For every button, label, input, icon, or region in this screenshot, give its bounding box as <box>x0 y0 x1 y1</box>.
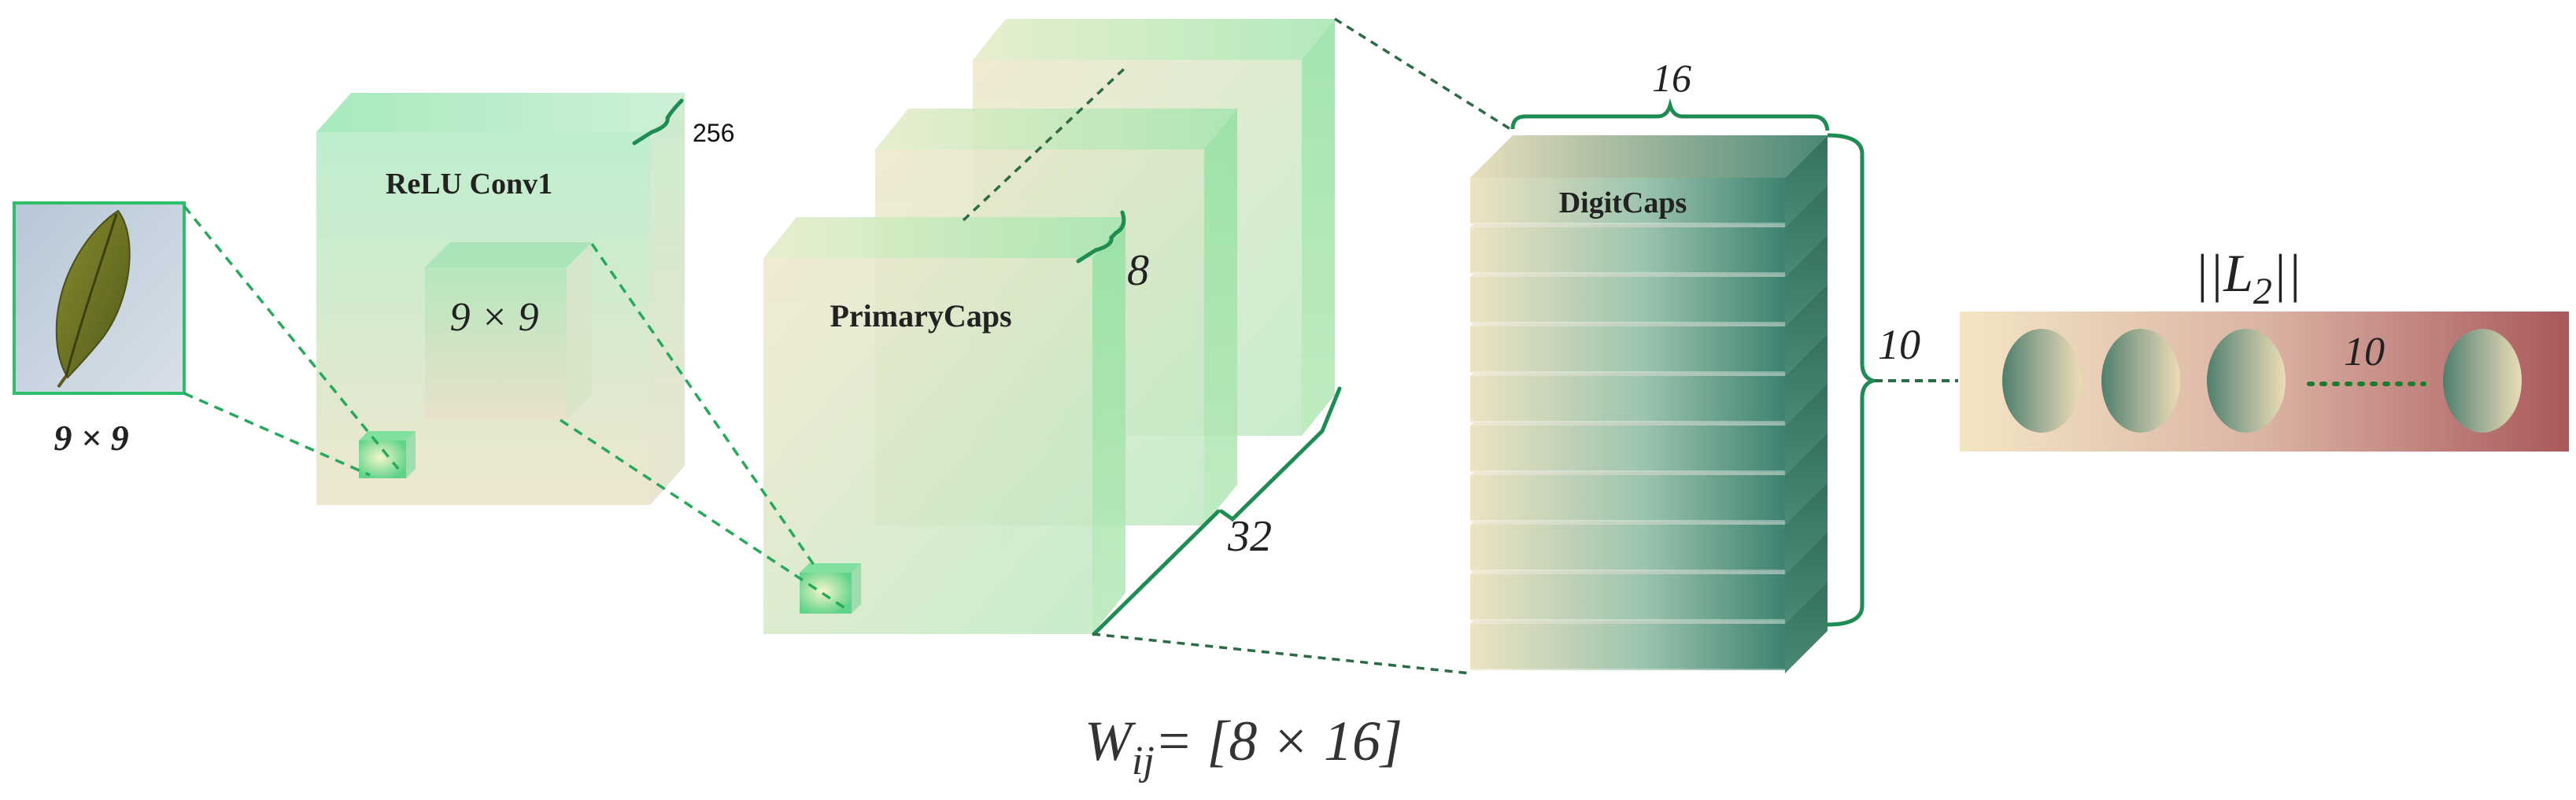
output-capsule-2 <box>2101 329 2180 433</box>
weight-label-sub: ij <box>1132 739 1155 783</box>
digit-caps-slice-separator <box>1470 619 1785 624</box>
output-capsule-1 <box>2002 329 2081 433</box>
primary-to-digit-line-top <box>1334 17 1513 132</box>
digit-caps-slice-separator <box>1470 421 1785 426</box>
digit-caps-slice <box>1470 624 1785 670</box>
digit-caps-block <box>1470 135 1828 673</box>
digit-caps-title: DigitCaps <box>1559 186 1687 219</box>
digit-caps-slice <box>1470 574 1785 621</box>
conv1-to-primary-line-bottom <box>560 418 849 612</box>
weight-matrix-label: Wij= [8 × 16] <box>1085 710 1403 783</box>
relu-conv1-title: ReLU Conv1 <box>386 168 553 201</box>
input-to-conv1-line-top <box>183 205 400 470</box>
input-to-conv1-line-bottom <box>183 392 371 477</box>
output-capsules <box>2002 329 2522 433</box>
digit-caps-slice-side <box>1785 185 1828 277</box>
primary-caps-count-brace <box>1092 386 1342 636</box>
digit-caps-slice-side <box>1785 532 1828 624</box>
primary-caps-dim-brace <box>1076 210 1126 264</box>
digit-caps-slice-separator <box>1470 223 1785 227</box>
digit-caps-slice <box>1470 475 1785 522</box>
primarycaps-receptive-cube <box>800 563 861 614</box>
digit-caps-slice-separator <box>1470 371 1785 376</box>
digit-caps-slice <box>1470 178 1785 224</box>
digit-caps-slice-side <box>1785 482 1828 574</box>
input-image <box>13 201 186 395</box>
output-title-sub: 2 <box>2253 271 2272 312</box>
output-capsule-3 <box>2207 329 2286 433</box>
relu-conv1-kernel-label: 9 × 9 <box>449 295 538 340</box>
digit-caps-slice <box>1470 426 1785 472</box>
leaf-photo <box>55 209 131 379</box>
digit-caps-slice-side <box>1785 581 1828 673</box>
digit-caps-slice-side <box>1785 383 1828 475</box>
relu-conv1-depth-brace <box>632 98 684 146</box>
digit-caps-count-label: 10 <box>1878 321 1920 368</box>
digit-caps-slice-side <box>1785 234 1828 326</box>
weight-label-post: = [8 × 16] <box>1155 710 1403 772</box>
relu-conv1-kernel-cube <box>425 242 592 420</box>
digit-caps-slice <box>1470 326 1785 373</box>
digit-caps-slice <box>1470 525 1785 571</box>
digit-caps-dim-brace <box>1510 98 1830 131</box>
output-count-label: 10 <box>2344 330 2385 374</box>
output-capsule-4 <box>2443 329 2522 433</box>
primary-to-digit-line-bottom <box>1092 632 1471 675</box>
primary-caps-count-label: 32 <box>1227 512 1272 561</box>
primary-caps-stack <box>763 19 1335 634</box>
digit-caps-slice-separator <box>1470 570 1785 574</box>
svg-text:||L2||: ||L2|| <box>2194 243 2302 312</box>
digit-caps-slice-side <box>1785 284 1828 376</box>
digit-caps-slice-top <box>1470 135 1828 178</box>
digit-caps-slice-separator <box>1470 272 1785 277</box>
output-title-post: || <box>2272 243 2301 303</box>
digit-caps-slice <box>1470 227 1785 274</box>
primary-caps-depth-guide <box>962 65 1129 222</box>
primary-caps-title: PrimaryCaps <box>830 298 1011 334</box>
digit-caps-count-brace <box>1827 133 1881 627</box>
digit-caps-slice <box>1470 277 1785 323</box>
input-size-label: 9 × 9 <box>54 418 128 458</box>
output-title-pre: ||L <box>2194 243 2253 303</box>
conv1-receptive-cube <box>359 431 416 478</box>
digit-caps-dim-label: 16 <box>1652 56 1691 100</box>
digit-caps-slice-side <box>1785 433 1828 525</box>
relu-conv1-depth-label: 256 <box>693 119 734 147</box>
primary-caps-dim-label: 8 <box>1127 246 1149 295</box>
digit-caps-slice-separator <box>1470 669 1785 673</box>
digit-caps-slice-separator <box>1470 520 1785 525</box>
weight-label-pre: W <box>1085 710 1136 772</box>
digit-caps-slice <box>1470 376 1785 422</box>
digit-caps-slice-side <box>1785 334 1828 426</box>
digit-caps-slice-side <box>1785 135 1828 227</box>
digit-caps-slice-separator <box>1470 322 1785 326</box>
output-title: ||L2|| <box>2194 243 2302 312</box>
digit-caps-slice-separator <box>1470 470 1785 475</box>
